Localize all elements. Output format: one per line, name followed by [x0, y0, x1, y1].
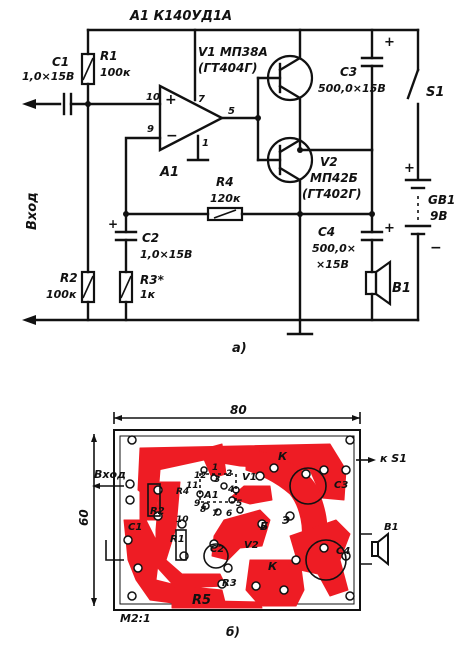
pcb-e: Э [282, 514, 290, 527]
gb1-minus: − [430, 240, 442, 256]
c4-plus: + [384, 221, 395, 236]
pcb-c4: C4 [336, 546, 350, 557]
v1-ref: V1 МП38А [198, 45, 268, 59]
c1-ref: C1 [52, 55, 69, 69]
pcb-k2: К [268, 560, 278, 573]
component-outlines [147, 467, 347, 581]
pcb-v1: V1 [242, 472, 257, 483]
board-input-label: Вход [94, 468, 126, 481]
opamp-minus: − [166, 128, 178, 144]
opamp-ref: A1 [159, 165, 179, 180]
c2-value: 1,0×15В [140, 248, 192, 261]
b1-ref: B1 [392, 281, 411, 296]
pin-1: 1 [202, 138, 209, 149]
c3-ref: C3 [340, 65, 357, 79]
opamp-plus: + [165, 92, 177, 108]
pin-9: 9 [147, 124, 154, 135]
pcb-r4: R4 [176, 487, 189, 497]
r2-value: 100к [46, 288, 77, 301]
c4-value-1: 500,0× [312, 242, 356, 255]
pcb-pin-4: 4 [227, 485, 234, 495]
pin9-wire [124, 136, 162, 216]
c3-plus: + [384, 35, 395, 50]
pcb-pin-9: 9 [194, 499, 200, 509]
switch-s1 [406, 68, 420, 100]
ground-stub [286, 318, 314, 336]
pcb-r5: R5 [192, 593, 211, 608]
pads [123, 435, 355, 601]
pcb-c3: C3 [334, 480, 348, 491]
r4-value: 120к [210, 192, 241, 205]
r2-ref: R2 [60, 271, 78, 285]
pin-10: 10 [146, 92, 160, 103]
r4-ref: R4 [216, 175, 234, 189]
circuit-schematic: C1 1,0×15В R1 100к R2 100к Вход + − 10 9… [22, 9, 455, 356]
transistor-v2 [256, 136, 314, 322]
pcb-r3: R3 [222, 578, 237, 589]
pcb-pin-1: 1 [212, 463, 218, 473]
c1-value: 1,0×15В [22, 70, 74, 83]
board-speaker-b1 [360, 531, 389, 567]
pcb-r2: R2 [150, 506, 165, 517]
gb1-ref: GB1 [428, 193, 455, 207]
input-arrow-bottom [22, 315, 36, 325]
pin-5: 5 [228, 106, 235, 117]
pcb-pin-11: 11 [186, 481, 199, 491]
pcb-b: Б [260, 520, 268, 533]
pcb-c2: C2 [210, 544, 224, 555]
pcb-a1: A1 [203, 490, 219, 501]
v2-alt: (ГТ402Г) [302, 187, 362, 201]
pcb-k1: К [278, 450, 288, 463]
pcb-pin-12: 12 [194, 471, 207, 481]
schematic-caption: а) [232, 341, 247, 356]
board-ground-wire [105, 540, 124, 561]
pcb-pin-2: 2 [226, 469, 232, 479]
pcb-pin-7: 7 [212, 509, 219, 519]
r3-value: 1к [140, 288, 156, 301]
r1-value: 100к [100, 66, 131, 79]
junction-input [85, 101, 91, 107]
height-dim-label: 60 [77, 509, 91, 526]
input-label: Вход [25, 192, 40, 230]
c3-value: 500,0×15В [318, 82, 386, 95]
pcb-b1: B1 [384, 522, 399, 533]
chip-title: A1 К140УД1А [129, 9, 232, 24]
pcb-pin-8: 8 [200, 505, 206, 515]
c2-ref: C2 [142, 231, 159, 245]
r1-ref: R1 [100, 49, 118, 63]
r3-ref: R3* [140, 273, 165, 287]
input-arrow-top [22, 99, 36, 109]
c2-plus: + [108, 217, 118, 231]
s1-label: S1 [426, 85, 444, 100]
v1-alt: (ГТ404Г) [198, 61, 258, 75]
board-s1-label: к S1 [380, 452, 407, 465]
opamp-a1 [158, 84, 225, 152]
transistor-v1 [256, 28, 314, 152]
v2-type: МП42Б [310, 171, 358, 185]
pcb-pin-10: 10 [176, 515, 189, 525]
pin-7: 7 [198, 94, 205, 105]
pcb-pin-5: 5 [236, 499, 242, 509]
gb1-value: 9В [430, 209, 448, 223]
pcb-pin-6: 6 [226, 509, 232, 519]
pcb-pin-3: 3 [214, 475, 220, 485]
pcb-v2: V2 [244, 540, 259, 551]
pcb-c1: C1 [128, 522, 142, 533]
c4-value-2: ×15В [316, 258, 349, 271]
gb1-plus: + [404, 161, 415, 176]
pcb-r1: R1 [170, 534, 185, 545]
v2-ref: V2 [320, 155, 338, 169]
width-dim-label: 80 [230, 403, 247, 417]
opamp-ground-stub [186, 134, 210, 162]
c4-ref: C4 [318, 225, 335, 239]
board-caption: б) [226, 625, 240, 639]
board-scale: М2:1 [120, 612, 151, 625]
